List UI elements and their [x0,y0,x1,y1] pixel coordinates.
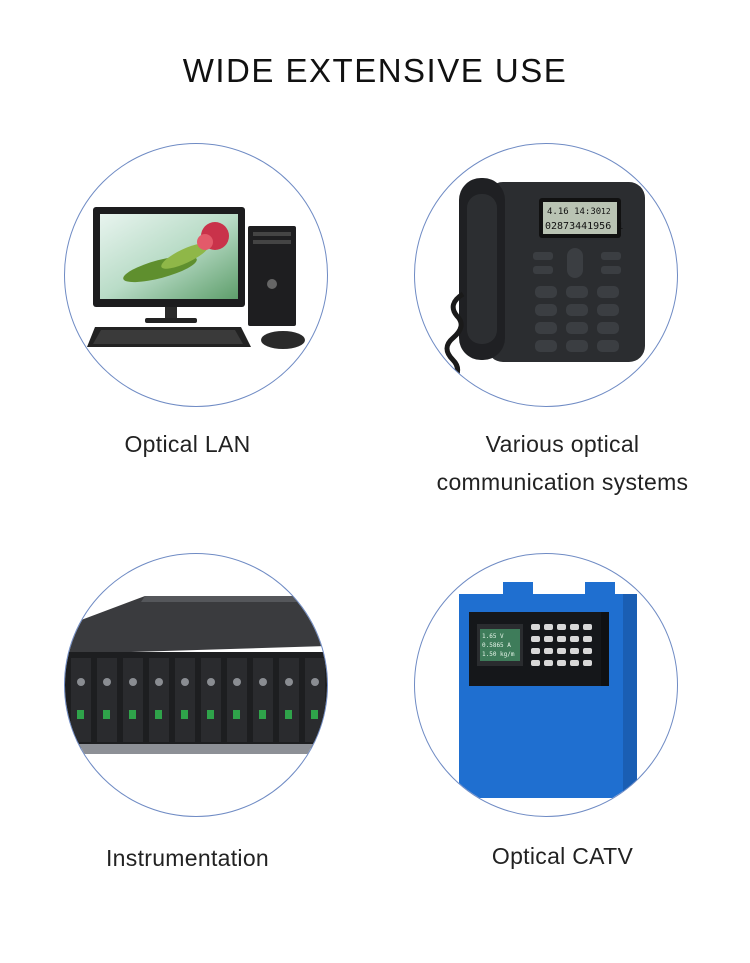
optical-communication-caption: Various optical communication systems [375,425,750,501]
optical-catv-caption: Optical CATV [375,837,750,875]
rack-media-converter-icon [65,596,327,754]
desktop-computer-icon [87,207,305,349]
optical-lan-image [64,143,328,407]
caption-line: communication systems [436,469,689,495]
optical-lan-caption: Optical LAN [0,425,375,463]
catv-screen-line-2: 0.5865 A [482,642,511,649]
caption-line: Various optical [485,431,640,457]
instrumentation-image [64,553,328,817]
phone-screen-time: 4.16 14:30 [547,207,601,217]
page-title: WIDE EXTENSIVE USE [182,52,568,89]
catv-screen-line-3: 1.50 kg/m [482,651,515,658]
instrumentation-caption: Instrumentation [0,839,375,877]
desk-telephone-icon: 4.16 14:30 12 02873441956 1 [444,178,645,386]
phone-screen-count: 12 [601,207,611,216]
caption-line: Optical CATV [491,843,634,869]
caption-line: Optical LAN [124,431,251,457]
optical-catv-image: 1.65 V 0.5865 A 1.50 kg/m [414,553,678,817]
blue-control-box-icon: 1.65 V 0.5865 A 1.50 kg/m [459,582,637,798]
catv-screen-line-1: 1.65 V [482,633,504,640]
caption-line: Instrumentation [105,845,270,871]
optical-communication-image: 4.16 14:30 12 02873441956 1 [414,143,678,407]
phone-screen-number: 02873441956 1 [545,221,623,232]
